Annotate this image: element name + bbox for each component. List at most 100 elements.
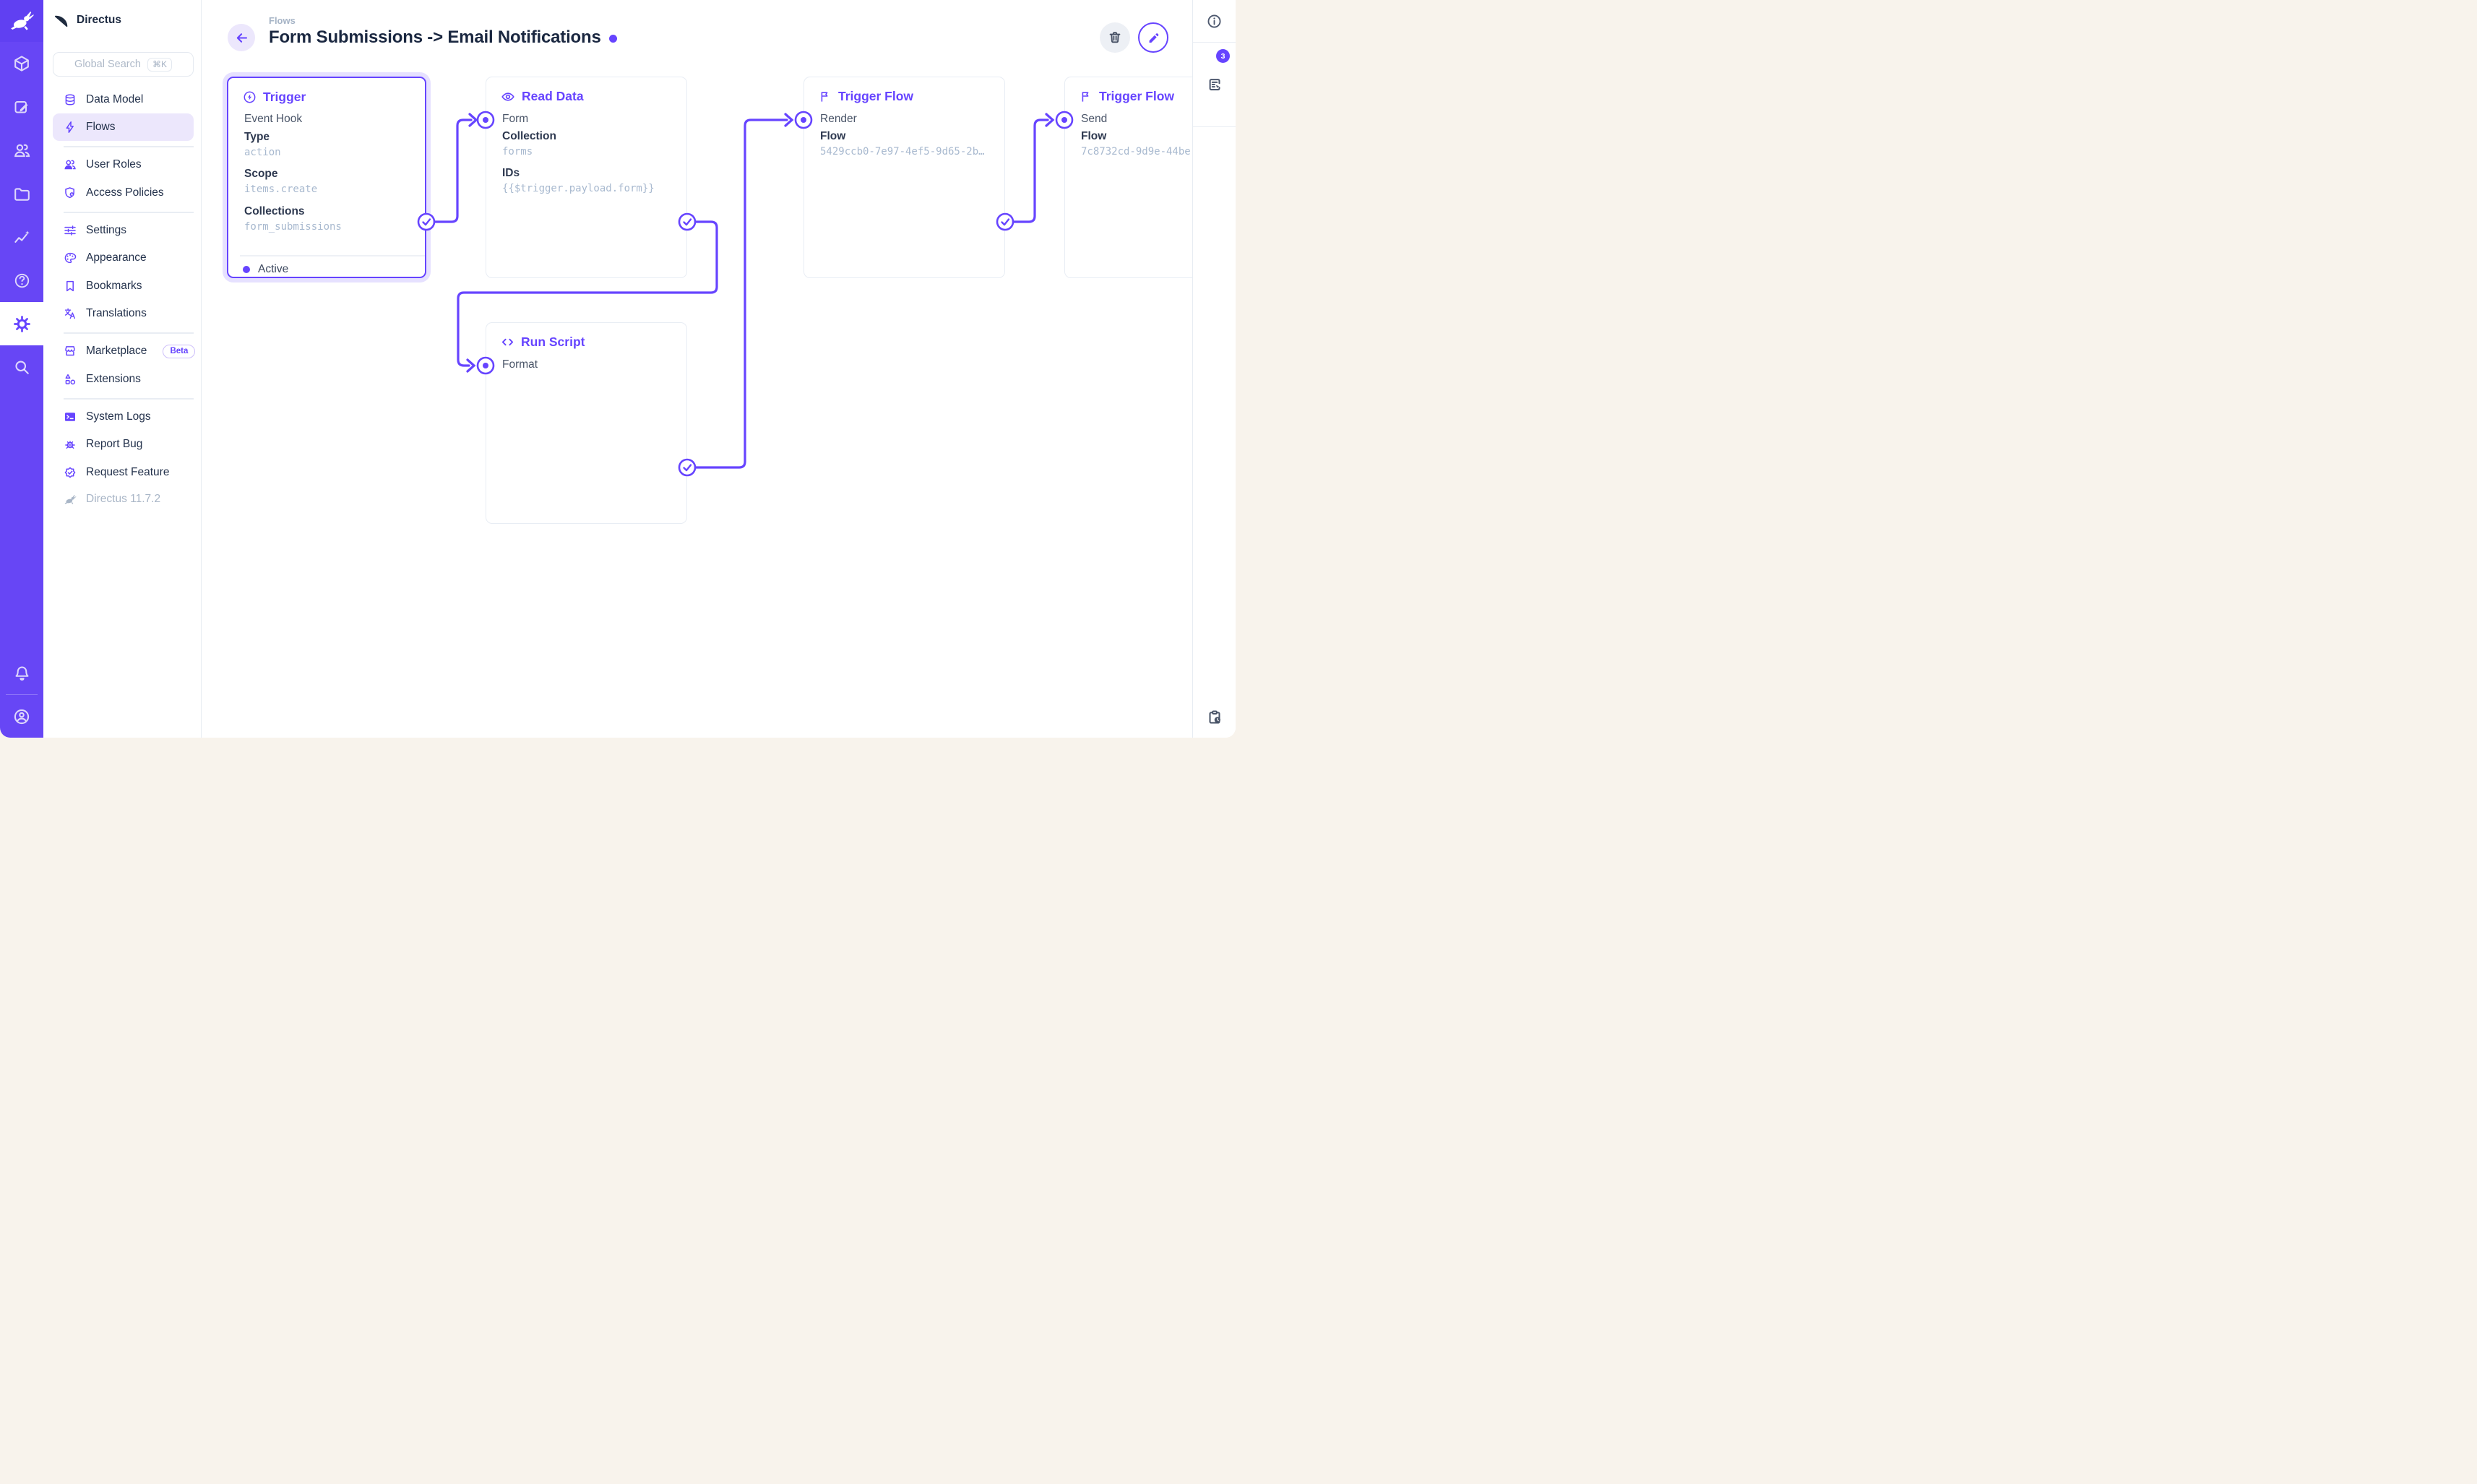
flow-canvas[interactable]: Flows Form Submissions -> Email Notifica… bbox=[202, 0, 1236, 738]
palette-icon bbox=[64, 251, 77, 264]
panel-title: Trigger Flow bbox=[838, 89, 914, 103]
edit-flow-button[interactable] bbox=[1138, 22, 1168, 53]
sidebar-item-bookmarks[interactable]: Bookmarks bbox=[53, 272, 194, 300]
sidebar-item-label: Data Model bbox=[86, 93, 144, 105]
settings-module-icon-active[interactable] bbox=[0, 302, 43, 345]
sidebar-item-request-feature[interactable]: Request Feature bbox=[53, 459, 194, 486]
sidebar-item-label: Settings bbox=[86, 224, 127, 236]
sidebar-divider bbox=[1193, 126, 1236, 127]
sidebar-item-user-roles[interactable]: User Roles bbox=[53, 151, 194, 178]
insights-module-icon[interactable] bbox=[0, 220, 43, 254]
sidebar-item-label: Marketplace bbox=[86, 345, 147, 357]
logs-sidebar-button[interactable] bbox=[1193, 43, 1236, 126]
files-module-icon[interactable] bbox=[0, 177, 43, 210]
panel-title: Trigger Flow bbox=[1099, 89, 1175, 103]
module-bar-divider bbox=[6, 694, 38, 695]
sidebar-divider bbox=[1193, 42, 1236, 43]
sidebar-item-flows[interactable]: Flows bbox=[53, 113, 194, 141]
field-value: action bbox=[244, 147, 281, 158]
pencil-icon bbox=[1149, 33, 1158, 43]
shield-person-icon bbox=[64, 186, 77, 199]
right-sidebar: 3 bbox=[1192, 0, 1236, 738]
users-module-icon[interactable] bbox=[0, 134, 43, 167]
sidebar-item-label: Request Feature bbox=[86, 466, 170, 478]
nav-divider bbox=[64, 398, 194, 400]
database-icon bbox=[64, 93, 77, 106]
sidebar-item-label: Flows bbox=[86, 121, 116, 133]
app-window: Directus Global Search ⌘K Data Model Flo… bbox=[0, 0, 1236, 738]
run-script-panel[interactable]: Run Script Format bbox=[486, 322, 687, 524]
info-sidebar-button[interactable] bbox=[1193, 0, 1236, 42]
sidebar-item-label: User Roles bbox=[86, 158, 142, 171]
module-bar bbox=[0, 0, 43, 738]
sidebar-item-report-bug[interactable]: Report Bug bbox=[53, 431, 194, 458]
field-label: IDs bbox=[502, 167, 520, 179]
arrow-left-icon bbox=[236, 33, 247, 43]
trigger-flow-render-panel[interactable]: Trigger Flow Render Flow 5429ccb0-7e97-4… bbox=[804, 77, 1005, 278]
flow-status: Active bbox=[243, 263, 288, 276]
pending-tasks-button[interactable] bbox=[1193, 697, 1236, 738]
global-search-input[interactable]: Global Search ⌘K bbox=[53, 52, 194, 77]
project-logo-icon bbox=[54, 15, 68, 27]
field-label: Flow bbox=[1081, 130, 1107, 142]
trigger-type: Event Hook bbox=[244, 113, 303, 125]
seal-check-icon bbox=[64, 466, 77, 479]
project-name: Directus bbox=[77, 14, 122, 26]
panel-divider bbox=[240, 255, 425, 256]
sidebar-item-access-policies[interactable]: Access Policies bbox=[53, 179, 194, 207]
nav-divider bbox=[64, 212, 194, 213]
sidebar-item-data-model[interactable]: Data Model bbox=[53, 86, 194, 113]
editor-module-icon[interactable] bbox=[0, 90, 43, 124]
input-label: Render bbox=[820, 113, 857, 125]
field-value: 5429ccb0-7e97-4ef5-9d65-2b… bbox=[820, 146, 985, 158]
delete-flow-button[interactable] bbox=[1100, 22, 1130, 53]
code-icon bbox=[501, 335, 514, 349]
sidebar-item-translations[interactable]: Translations bbox=[53, 300, 194, 327]
trigger-panel[interactable]: Trigger Event Hook Type action Scope ite… bbox=[227, 77, 426, 278]
shapes-icon bbox=[64, 373, 77, 386]
version-label: Directus 11.7.2 bbox=[86, 493, 161, 505]
translate-icon bbox=[64, 307, 77, 320]
sidebar-item-appearance[interactable]: Appearance bbox=[53, 244, 194, 272]
panel-title: Read Data bbox=[522, 89, 584, 103]
help-module-icon[interactable] bbox=[0, 264, 43, 297]
active-dot bbox=[243, 266, 250, 273]
back-button[interactable] bbox=[228, 24, 255, 51]
rabbit-small-icon bbox=[64, 493, 77, 506]
people-icon bbox=[64, 158, 77, 171]
field-value: forms bbox=[502, 146, 533, 158]
eye-icon bbox=[501, 90, 515, 104]
sidebar-item-label: Translations bbox=[86, 307, 147, 319]
sidebar-item-system-logs[interactable]: System Logs bbox=[53, 403, 194, 431]
beta-badge: Beta bbox=[163, 344, 196, 358]
sidebar-item-settings[interactable]: Settings bbox=[53, 217, 194, 244]
directus-logo[interactable] bbox=[0, 0, 43, 42]
field-label: Collections bbox=[244, 205, 305, 217]
sidebar-item-extensions[interactable]: Extensions bbox=[53, 366, 194, 393]
search-module-icon[interactable] bbox=[0, 350, 43, 384]
status-dot bbox=[608, 35, 617, 43]
bookmark-icon bbox=[64, 280, 77, 293]
notification-count-badge[interactable]: 3 bbox=[1216, 49, 1230, 63]
flag-icon bbox=[1080, 90, 1093, 103]
project-header[interactable]: Directus bbox=[53, 10, 121, 30]
breadcrumb[interactable]: Flows bbox=[269, 15, 296, 26]
user-avatar-icon[interactable] bbox=[0, 700, 43, 733]
sidebar-item-label: Access Policies bbox=[86, 186, 164, 199]
content-module-icon[interactable] bbox=[0, 47, 43, 80]
field-value: form_submissions bbox=[244, 221, 342, 233]
panel-title: Run Script bbox=[521, 335, 585, 349]
input-label: Format bbox=[502, 358, 538, 371]
nav-divider bbox=[64, 332, 194, 334]
flag-icon bbox=[819, 90, 832, 103]
navigation-panel: Directus Global Search ⌘K Data Model Flo… bbox=[43, 0, 202, 738]
notifications-bell-icon[interactable] bbox=[0, 657, 43, 690]
terminal-icon bbox=[64, 410, 77, 423]
sidebar-item-label: Report Bug bbox=[86, 438, 143, 450]
read-data-panel[interactable]: Read Data Form Collection forms IDs {{$t… bbox=[486, 77, 687, 278]
sidebar-item-marketplace[interactable]: Marketplace Beta bbox=[53, 337, 196, 365]
panel-title: Trigger bbox=[263, 90, 306, 104]
info-icon bbox=[1207, 14, 1221, 27]
field-label: Flow bbox=[820, 130, 846, 142]
field-value: items.create bbox=[244, 184, 318, 195]
